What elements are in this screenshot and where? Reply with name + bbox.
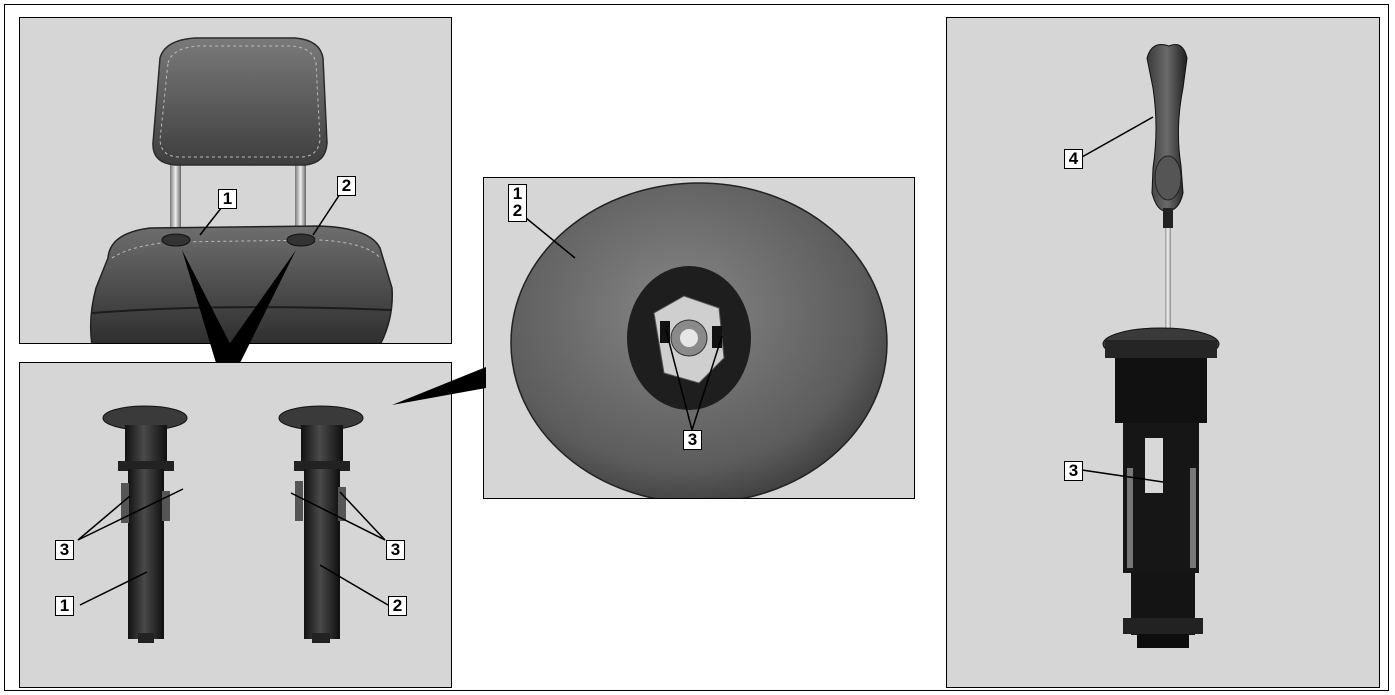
guide-sleeves-photo: [102, 405, 364, 643]
guide-sleeves-photo-panel: [19, 362, 452, 688]
guide-sleeve-2: [278, 405, 364, 643]
callout-label: 2: [337, 176, 356, 196]
callout-label: 4: [1064, 149, 1083, 169]
callout-label-top: 1: [512, 184, 523, 203]
callout-label: 2: [388, 596, 407, 616]
guide-sleeve-1: [102, 405, 188, 643]
guide-sleeve: [1102, 327, 1220, 648]
callout-label-bottom: 2: [512, 201, 523, 220]
headrest-photo: [89, 37, 393, 343]
callout-label-stacked: 1 2: [508, 184, 527, 222]
callout-label: 3: [55, 540, 74, 560]
closeup-photo: [510, 182, 888, 498]
closeup-photo-panel: [483, 177, 915, 499]
screwdriver: [1146, 44, 1188, 348]
callout-label: 3: [386, 540, 405, 560]
callout-label: 1: [55, 596, 74, 616]
figure-frame: [4, 4, 1389, 691]
headrest-photo-panel: [19, 17, 452, 344]
callout-label: 3: [683, 430, 702, 450]
screwdriver-photo: [1102, 44, 1220, 648]
callout-label: 1: [218, 189, 237, 209]
screwdriver-photo-panel: [946, 17, 1380, 688]
callout-label: 3: [1064, 461, 1083, 481]
